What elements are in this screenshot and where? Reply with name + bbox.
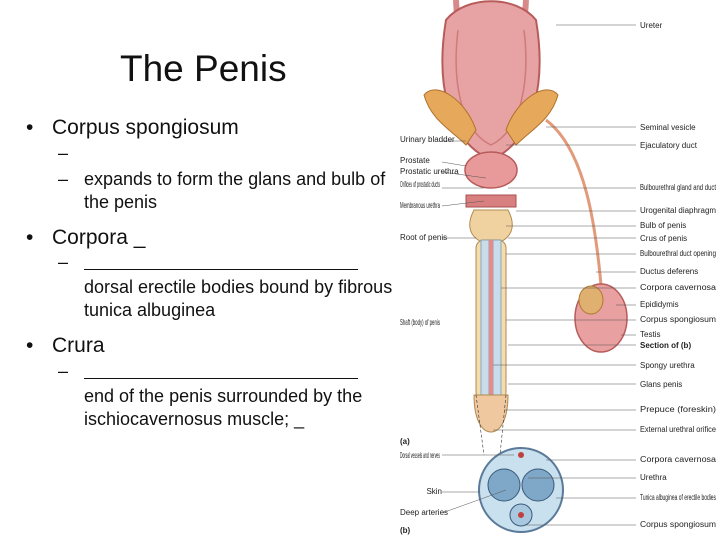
- label-bulb: Bulb of penis: [640, 221, 686, 230]
- sub-bullet: – end of the penis surrounded by the isc…: [26, 360, 396, 431]
- label-line: Urinary bladder: [400, 135, 455, 144]
- label-skin: Skin: [426, 487, 442, 496]
- slide-title: The Penis: [120, 48, 287, 89]
- label-shaft: Shaft (body) of penis: [400, 318, 440, 327]
- label-epididymis: Epididymis: [640, 300, 679, 309]
- label-orifices: Orifices of prostatic ducts: [400, 180, 440, 189]
- dash-marker: –: [58, 168, 69, 189]
- label-ejaculatory-duct: Ejaculatory duct: [640, 141, 698, 150]
- bullet-text: Corpora _: [52, 225, 146, 249]
- label-membranous-urethra: Membranous urethra: [400, 201, 440, 210]
- bullet-corpus-spongiosum: • Corpus spongiosum: [26, 116, 396, 140]
- label-corpus-spongiosum-b: Corpus spongiosum: [640, 520, 716, 529]
- bullet-marker: •: [26, 116, 34, 139]
- sub-bullet: –: [26, 142, 396, 166]
- dash-marker: –: [58, 252, 69, 273]
- bullet-corpora: • Corpora _: [26, 226, 396, 250]
- label-glans: Glans penis: [640, 380, 682, 389]
- label-corpora-cavernosa: Corpora cavernosa: [640, 283, 717, 292]
- label-root: Root of penis: [400, 233, 447, 242]
- label-spongy-urethra: Spongy urethra: [640, 361, 695, 370]
- label-prostate: Prostate: [400, 156, 430, 165]
- label-crus: Crus of penis: [640, 234, 687, 243]
- label-section-of-b: Section of (b): [640, 341, 691, 350]
- label-urinary-bladder: Urinary bladder: [400, 135, 455, 144]
- label-urogenital-diaphragm: Urogenital diaphragm: [640, 206, 716, 215]
- sub-bullet: – expands to form the glans and bulb of …: [26, 168, 396, 214]
- label-panel-a: (a): [400, 437, 410, 446]
- penis-anatomy-diagram: Urinary bladder Prostate Prostatic ureth…: [400, 0, 717, 535]
- bullet-text: Crura: [52, 334, 105, 358]
- label-ureter: Ureter: [640, 21, 663, 30]
- label-deep-arteries: Deep arteries: [400, 508, 448, 517]
- label-prepuce: Prepuce (foreskin): [640, 405, 716, 414]
- label-seminal-vesicle: Seminal vesicle: [640, 123, 696, 132]
- bullet-text: Corpus spongiosum: [52, 116, 239, 139]
- dash-marker: –: [58, 142, 69, 163]
- label-prostatic-urethra: Prostatic urethra: [400, 167, 459, 176]
- sub-bullet-text: expands to form the glans and bulb of th…: [84, 168, 386, 212]
- fill-in-blank: [84, 251, 358, 271]
- label-urethra: Urethra: [640, 473, 667, 482]
- label-corpus-spongiosum: Corpus spongiosum: [640, 315, 716, 324]
- bullet-crura: • Crura: [26, 334, 396, 358]
- label-external-orifice: External urethral orifice: [640, 425, 717, 434]
- label-testis: Testis: [640, 330, 660, 339]
- label-ductus-deferens: Ductus deferens: [640, 267, 698, 276]
- sub-bullet-text: dorsal erectile bodies bound by fibrous …: [84, 277, 393, 321]
- label-panel-b: (b): [400, 526, 411, 535]
- sub-bullet-text: end of the penis surrounded by the ischi…: [84, 385, 363, 429]
- label-bulbourethral-gland: Bulbourethral gland and duct: [640, 183, 717, 192]
- label-tunica: Tunica albuginea of erectile bodies: [640, 493, 716, 502]
- dash-marker: –: [58, 360, 69, 381]
- bullet-marker: •: [26, 334, 34, 358]
- label-bulbourethral-opening: Bulbourethral duct opening: [640, 249, 716, 258]
- sub-bullet: – dorsal erectile bodies bound by fibrou…: [26, 251, 396, 322]
- bullet-list: • Corpus spongiosum – – expands to form …: [26, 116, 396, 431]
- fill-in-blank: [84, 360, 358, 379]
- bullet-marker: •: [26, 225, 34, 249]
- label-dorsal-vessels: Dorsal vessels and nerves: [400, 451, 440, 460]
- label-corpora-cavernosa-b: Corpora cavernosa: [640, 455, 717, 464]
